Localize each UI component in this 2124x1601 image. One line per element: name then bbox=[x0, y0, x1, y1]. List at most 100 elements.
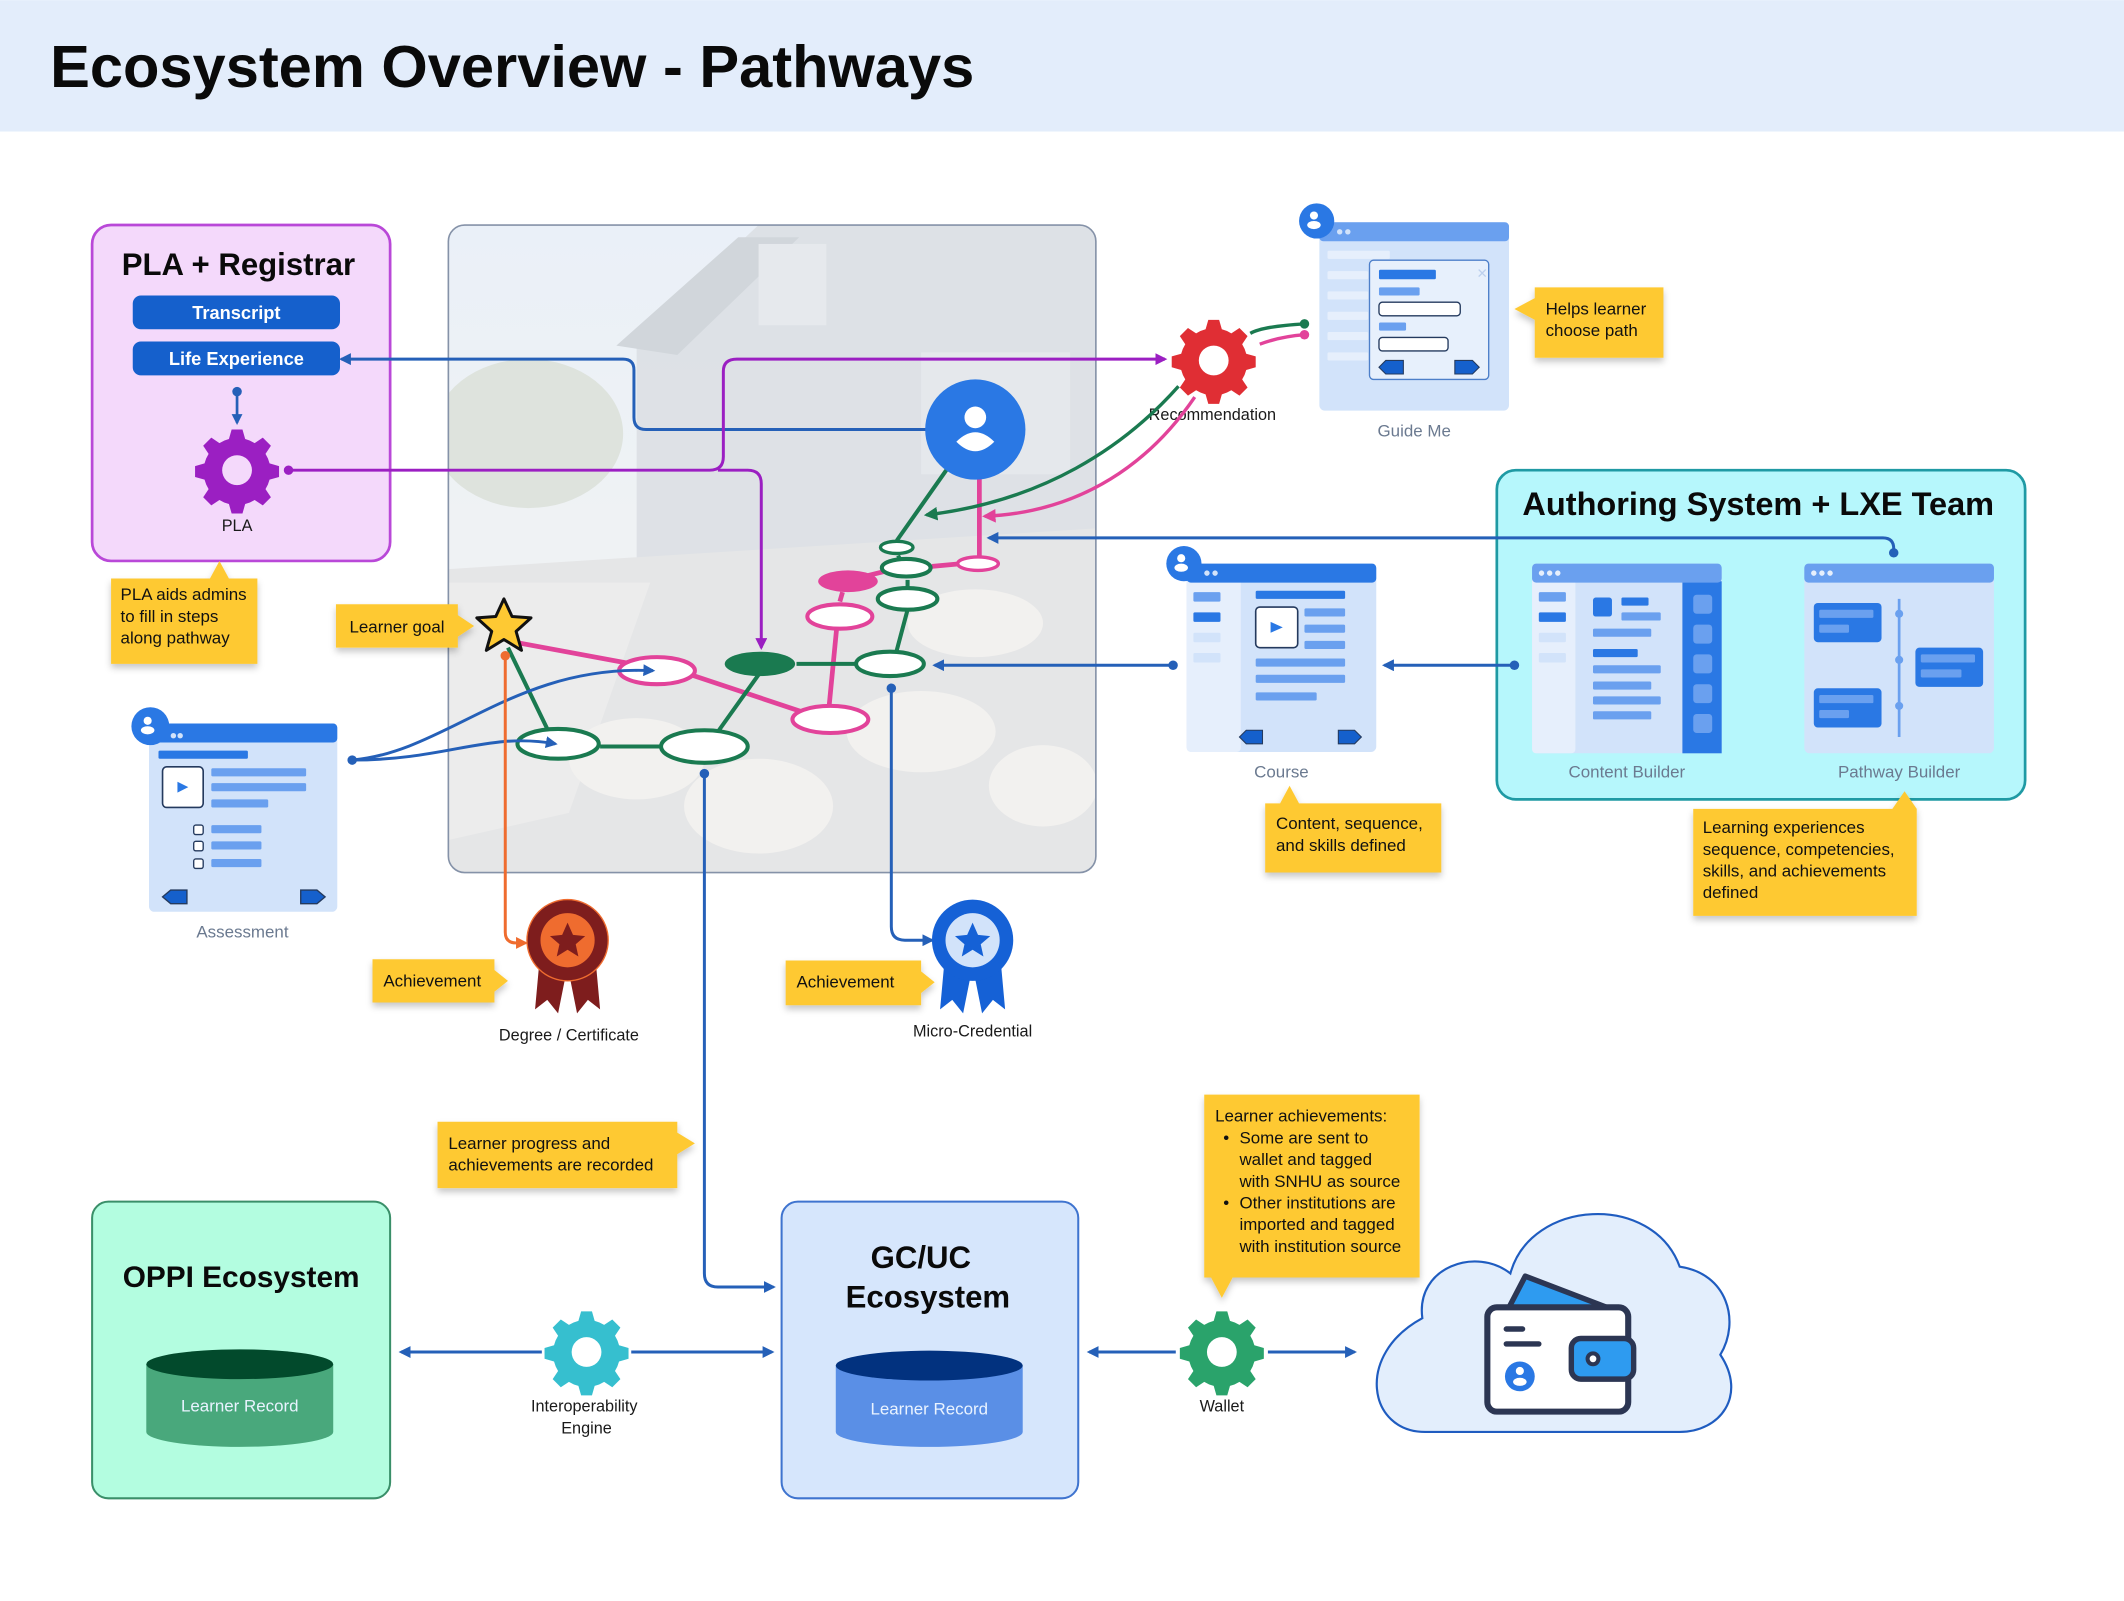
node-to-microcredential-line bbox=[889, 688, 935, 947]
content-builder-window[interactable] bbox=[1532, 563, 1722, 754]
course-label: Course bbox=[1254, 763, 1309, 782]
gcuc-title: GC/UC Ecosystem bbox=[846, 1240, 1010, 1314]
pla-to-recommendation-line bbox=[288, 353, 1168, 472]
recommendation-label: Recommendation bbox=[1149, 406, 1276, 424]
oppi-ecosystem-group: OPPI Ecosystem Learner Record bbox=[91, 1200, 392, 1500]
learner-goal-star-icon bbox=[475, 597, 533, 652]
progress-note bbox=[437, 1121, 695, 1189]
progress-to-gcuc-line bbox=[702, 773, 776, 1293]
pla-note bbox=[111, 560, 258, 664]
authoring-note bbox=[1693, 791, 1917, 916]
pla-note-text: PLA aids admins to fill in steps along p… bbox=[121, 585, 252, 647]
gcuc-database-icon bbox=[835, 1350, 1023, 1447]
learner-goal-note bbox=[335, 604, 475, 648]
oppi-title: OPPI Ecosystem bbox=[123, 1261, 360, 1294]
pathway-nodes bbox=[515, 539, 1001, 765]
course-note-text: Content, sequence, and skills defined bbox=[1276, 814, 1427, 855]
recommendation-to-path-pink bbox=[982, 396, 1197, 523]
assessment-to-node-line-2 bbox=[352, 664, 656, 762]
pla-label: PLA bbox=[222, 517, 253, 535]
learner-to-life-experience-line bbox=[338, 353, 941, 432]
connector-dot bbox=[283, 465, 294, 475]
guide-to-recommendation-green bbox=[1249, 322, 1305, 335]
pla-registrar-group: PLA + Registrar Transcript Life Experien… bbox=[90, 223, 392, 563]
pathway-node bbox=[515, 726, 601, 761]
degree-badge-icon bbox=[526, 898, 609, 1014]
wallet-gear-icon[interactable] bbox=[1179, 1311, 1264, 1396]
connector-dot bbox=[1299, 329, 1310, 340]
micro-credential-badge-icon bbox=[931, 899, 1014, 1014]
connector-dot bbox=[500, 651, 511, 661]
page-title: Ecosystem Overview - Pathways bbox=[50, 33, 974, 100]
progress-note-text: Learner progress and achievements are re… bbox=[448, 1134, 653, 1175]
course-window[interactable] bbox=[1166, 546, 1377, 752]
connector-dot bbox=[347, 755, 357, 765]
guide-me-window[interactable]: ✕ bbox=[1299, 203, 1510, 411]
pathway-node-filled bbox=[724, 651, 796, 677]
transcript-button-label: Transcript bbox=[192, 302, 280, 323]
pathway-node bbox=[659, 728, 750, 765]
pla-gear-icon bbox=[195, 429, 280, 514]
user-badge-icon bbox=[131, 707, 170, 746]
oppi-db-label: Learner Record bbox=[181, 1397, 299, 1416]
degree-achievement-note-text: Achievement bbox=[383, 971, 481, 990]
learner-avatar-icon[interactable] bbox=[925, 379, 1026, 480]
pla-registrar-title: PLA + Registrar bbox=[122, 247, 355, 282]
header-band bbox=[0, 0, 2124, 132]
recommendation-to-path-green bbox=[923, 385, 1180, 521]
connector-dot bbox=[1509, 660, 1520, 670]
pathway-map bbox=[283, 224, 1168, 874]
pathway-map-frame bbox=[447, 224, 1097, 874]
interop-label: Interoperability Engine bbox=[531, 1398, 642, 1438]
pathway-builder-window[interactable] bbox=[1804, 563, 1994, 754]
guide-me-note-text: Helps learner choose path bbox=[1546, 299, 1651, 340]
pathway-node bbox=[879, 556, 933, 579]
pathway-builder-label: Pathway Builder bbox=[1838, 763, 1961, 782]
pathway-node-filled bbox=[818, 570, 878, 593]
close-icon: ✕ bbox=[1477, 266, 1488, 281]
pathway-node bbox=[956, 555, 1001, 573]
wallet-note bbox=[1204, 1094, 1420, 1298]
connector-dot bbox=[699, 768, 710, 779]
degree-achievement-note bbox=[372, 959, 508, 1003]
life-experience-button-label: Life Experience bbox=[169, 348, 304, 369]
assessment-label: Assessment bbox=[196, 923, 288, 942]
goal-to-degree-line bbox=[503, 655, 528, 949]
pathway-node bbox=[875, 586, 940, 612]
user-badge-icon bbox=[1299, 203, 1335, 239]
life-experience-button[interactable] bbox=[132, 341, 341, 376]
user-badge-icon bbox=[1166, 546, 1202, 582]
content-builder-label: Content Builder bbox=[1569, 763, 1686, 782]
connector-dot bbox=[886, 683, 897, 694]
micro-credential-label: Micro-Credential bbox=[913, 1022, 1032, 1040]
connector-dot bbox=[1168, 660, 1178, 670]
degree-label: Degree / Certificate bbox=[499, 1026, 639, 1044]
learner-goal-note-text: Learner goal bbox=[349, 618, 444, 637]
cloud-wallet-icon[interactable] bbox=[1375, 1213, 1733, 1434]
gcuc-ecosystem-group: GC/UC Ecosystem Learner Record bbox=[780, 1200, 1080, 1500]
pathway-node bbox=[854, 649, 926, 679]
course-note bbox=[1265, 785, 1442, 873]
pathway-edges bbox=[506, 466, 982, 749]
assessment-window[interactable] bbox=[131, 707, 338, 912]
transcript-button[interactable] bbox=[132, 295, 341, 330]
connector-dot bbox=[1888, 548, 1899, 558]
pathway-node bbox=[805, 602, 875, 631]
guide-me-label: Guide Me bbox=[1378, 421, 1451, 440]
pathway-node bbox=[878, 539, 915, 556]
connector-dot bbox=[232, 386, 242, 397]
pathway-node bbox=[790, 703, 871, 736]
interoperability-gear-icon[interactable] bbox=[544, 1311, 629, 1396]
gcuc-db-label: Learner Record bbox=[870, 1399, 988, 1418]
guide-to-recommendation-pink bbox=[1259, 333, 1305, 346]
wallet-label: Wallet bbox=[1200, 1398, 1245, 1416]
authoring-system-title: Authoring System + LXE Team bbox=[1522, 486, 1994, 522]
oppi-database-icon bbox=[146, 1349, 334, 1447]
assessment-to-node-line bbox=[352, 736, 558, 762]
micro-achievement-note bbox=[785, 960, 935, 1006]
recommendation-gear-icon[interactable] bbox=[1171, 319, 1256, 404]
pla-to-node-line bbox=[717, 468, 768, 651]
wallet-note-text: Learner achievements: •Some are sent to … bbox=[1215, 1107, 1405, 1256]
